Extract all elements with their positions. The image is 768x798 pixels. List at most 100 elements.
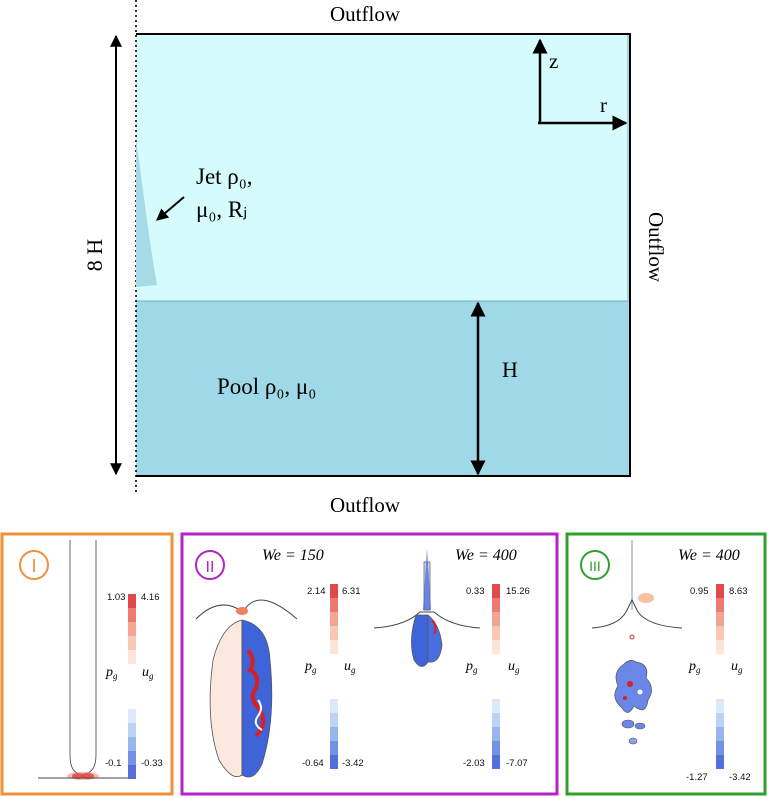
panel-ii-right-ug-max: 15.26	[506, 586, 530, 597]
colorbar-segment	[492, 713, 500, 727]
panel-ii-right-pg-label: pg	[465, 659, 478, 675]
r-axis-label: r	[600, 93, 607, 117]
colorbar-segment	[716, 598, 724, 612]
colorbar-segment	[492, 612, 500, 626]
colorbar-segment	[492, 598, 500, 612]
colorbar-segment	[716, 755, 724, 769]
panel-ii-left-colorbar	[330, 584, 338, 769]
panel-i-ug-max: 4.16	[141, 592, 160, 603]
colorbar-segment	[128, 751, 136, 765]
panel-ii-right-colorbar	[492, 584, 500, 769]
pool-region	[136, 301, 630, 476]
colorbar-segment	[330, 755, 338, 769]
colorbar-segment	[716, 612, 724, 626]
jet-shape	[136, 140, 157, 287]
colorbar-segment	[492, 640, 500, 654]
panel-iii-crown	[591, 598, 683, 629]
colorbar-segment	[330, 626, 338, 640]
colorbar-segment	[716, 741, 724, 755]
colorbar-segment	[330, 612, 338, 626]
colorbar-segment	[492, 727, 500, 741]
top-outflow-label: Outflow	[330, 2, 401, 26]
panel-iii-blob	[614, 660, 652, 713]
panel-ii-left-pg-label: pg	[304, 659, 317, 675]
panel-ii-badge	[195, 550, 225, 580]
colorbar-segment	[128, 636, 136, 650]
colorbar-segment	[330, 598, 338, 612]
panel-iii-pg-min: -1.27	[686, 772, 708, 783]
colorbar-segment	[716, 713, 724, 727]
colorbar-segment	[492, 584, 500, 598]
colorbar-segment	[716, 584, 724, 598]
panel-ii-left-bubble-velocity	[241, 619, 273, 778]
colorbar-segment	[128, 765, 136, 779]
panel-iii-roman: III	[589, 558, 601, 574]
panel-iii-ug-min: -3.42	[729, 772, 751, 783]
gas-region	[136, 34, 630, 301]
panel-iii-colorbar	[716, 584, 724, 769]
panel-iii: III We = 400 0.95 8.63 -1.27 -3.42 pg ug	[565, 532, 767, 796]
pool-label: Pool ρ₀, μ₀	[217, 374, 316, 399]
colorbar-segment	[330, 727, 338, 741]
panel-ii-we-right: We = 400	[455, 547, 517, 564]
colorbar-segment	[128, 723, 136, 737]
panel-ii-left-ug-max: 6.31	[342, 586, 361, 597]
colorbar-segment	[128, 594, 136, 608]
panel-ii-right-crown	[373, 611, 481, 629]
colorbar-segment	[128, 608, 136, 622]
z-axis-label: z	[549, 49, 558, 73]
panel-ii-roman: II	[206, 559, 215, 576]
colorbar-segment	[492, 626, 500, 640]
jet-pointer-arrow	[156, 196, 185, 221]
colorbar-segment	[128, 737, 136, 751]
panel-ii-right-ug-min: -7.07	[506, 758, 528, 769]
colorbar-segment	[128, 709, 136, 723]
colorbar-segment	[330, 713, 338, 727]
panel-ii-left-bubble-pressure	[209, 619, 243, 778]
panel-i-frame	[0, 532, 174, 796]
colorbar-segment	[716, 699, 724, 713]
jet-label-line1: Jet ρ₀,	[196, 164, 253, 189]
height-label: 8 H	[82, 239, 107, 272]
colorbar-segment	[330, 699, 338, 713]
colorbar-segment	[716, 626, 724, 640]
panel-ii-right-pg-max: 0.33	[466, 586, 485, 597]
panel-ii-right-ug-label: ug	[508, 659, 520, 675]
panel-iii-badge	[580, 550, 610, 580]
panel-i-badge	[19, 550, 49, 580]
domain-diagram: 8 H H Outflow Outflow Outflow z r Jet ρ₀…	[82, 0, 668, 517]
panel-ii-left-pg-min: -0.64	[302, 758, 324, 769]
panel-i-roman: I	[31, 556, 36, 576]
colorbar-segment	[492, 741, 500, 755]
panel-ii: II We = 150 We = 400 2.14 6.31 -0.64 -3.…	[180, 532, 559, 796]
right-outflow-label: Outflow	[644, 212, 668, 283]
jet-label-line2: μ₀, Rⱼ	[196, 197, 247, 222]
colorbar-segment	[716, 640, 724, 654]
colorbar-segment	[492, 699, 500, 713]
colorbar-segment	[492, 755, 500, 769]
panel-i-pg-max: 1.03	[107, 592, 126, 603]
pool-depth-label: H	[502, 357, 518, 382]
colorbar-segment	[128, 622, 136, 636]
panel-ii-we-left: We = 150	[262, 547, 324, 564]
panel-iii-ug-label: ug	[731, 659, 743, 675]
panel-i-pg-label: pg	[105, 665, 118, 681]
panel-ii-left-ug-label: ug	[344, 659, 356, 675]
panel-ii-right-pg-min: -2.03	[463, 758, 485, 769]
panel-i: I 1.03 4.16 -0.1 -0.33 pg ug	[0, 532, 174, 796]
colorbar-segment	[330, 741, 338, 755]
panel-ii-left-ug-min: -3.42	[342, 758, 364, 769]
panel-ii-left-pg-max: 2.14	[307, 586, 326, 597]
colorbar-segment	[330, 640, 338, 654]
colorbar-segment	[128, 650, 136, 664]
panel-i-ug-min: -0.33	[141, 758, 163, 769]
panel-iii-pg-max: 0.95	[690, 586, 709, 597]
panel-i-pg-min: -0.1	[105, 758, 121, 769]
bottom-outflow-label: Outflow	[330, 493, 401, 517]
colorbar-segment	[330, 584, 338, 598]
panel-i-ug-label: ug	[142, 665, 154, 681]
domain-boundary	[136, 33, 631, 477]
panel-iii-we: We = 400	[678, 547, 740, 564]
panel-iii-ug-max: 8.63	[729, 586, 748, 597]
